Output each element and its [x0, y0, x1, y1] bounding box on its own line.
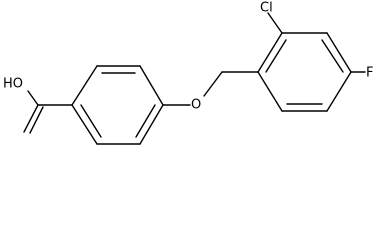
chemical-structure-diagram: HO O Cl F [3, 1, 373, 145]
ring2-inner-double-bond [265, 39, 287, 73]
chlorine-label: Cl [260, 1, 273, 16]
bond-co-double-b [29, 106, 44, 134]
ring1-bond [139, 104, 164, 145]
ring2-bond [326, 32, 352, 73]
ether-linker [162, 71, 259, 106]
bond-oxygen-to-ch2 [203, 71, 223, 97]
ring1-bond [71, 65, 98, 106]
ring2-bond [326, 71, 352, 112]
chlorofluorophenyl-ring [257, 12, 366, 112]
ring1-inner-double-bond [80, 104, 102, 138]
ring2-bond [257, 32, 283, 73]
hydroxyl-label: HO [3, 77, 23, 92]
bond-oh [27, 90, 39, 106]
ring2-bond [257, 71, 283, 112]
ring1-bond [71, 104, 98, 145]
carboxylic-acid-group [23, 90, 73, 134]
benzoic-ring [71, 65, 164, 145]
ring1-inner-double-bond [135, 104, 156, 138]
fluorine-label: F [366, 66, 373, 81]
bond-to-chlorine [267, 12, 283, 34]
ring2-inner-double-bond [321, 39, 344, 73]
bond-co-double-a [23, 104, 39, 133]
ether-oxygen-label: O [191, 98, 201, 113]
ring1-bond [139, 65, 164, 106]
